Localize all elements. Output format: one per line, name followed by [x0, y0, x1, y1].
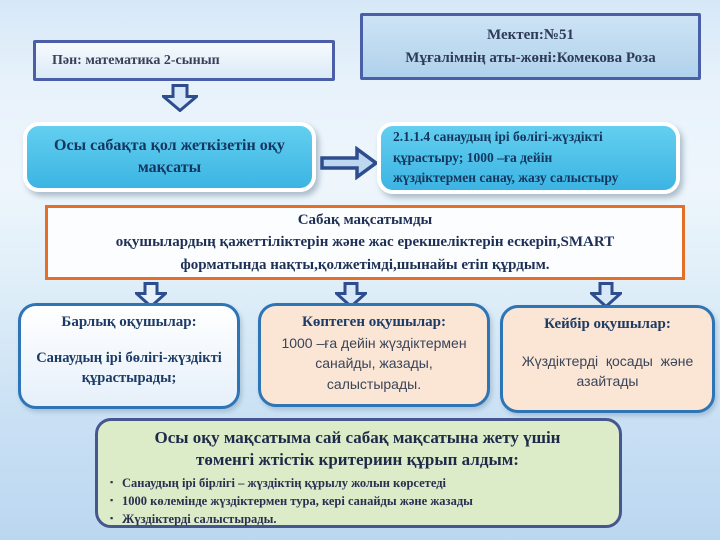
bullet-marker-icon: ▪ [110, 513, 114, 524]
learning-goal-label: Осы сабақта қол жеткізетін оқу мақсаты [54, 137, 285, 176]
criteria-bullet-text: 1000 көлемінде жүздіктермен тура, кері с… [122, 494, 473, 509]
all-learners-body: Санаудың ірі бөлігі-жүздікті құрастырады… [36, 350, 230, 387]
subject-box: Пән: математика 2-сынып [33, 40, 335, 81]
down-arrow-icon [590, 282, 622, 308]
all-learners-title: Барлық оқушылар: [61, 314, 197, 330]
success-criteria-title: Осы оқу мақсатыма сай сабақ мақсатына же… [154, 428, 561, 470]
all-learners-box: Барлық оқушылар: Санаудың ірі бөлігі-жүз… [18, 303, 240, 409]
down-arrow-icon [335, 282, 367, 308]
curriculum-objective-text: 2.1.1.4 санаудың ірі бөлігі-жүздікті құр… [393, 128, 619, 186]
curriculum-objective-box: 2.1.1.4 санаудың ірі бөлігі-жүздікті құр… [377, 122, 680, 194]
down-arrow-icon [135, 282, 167, 308]
down-arrow-icon [162, 84, 198, 112]
list-item: ▪ Жүздіктерді салыстырады. [110, 510, 605, 528]
success-criteria-list: ▪ Санаудың ірі бірлігі – жүздіктің құрыл… [110, 474, 605, 528]
right-arrow-icon [320, 146, 378, 180]
some-learners-box: Кейбір оқушылар: Жүздіктерді қосады және… [500, 305, 715, 413]
bullet-marker-icon: ▪ [110, 477, 114, 488]
most-learners-body: 1000 –ға дейін жүздіктермен санайды, жаз… [281, 335, 471, 392]
school-teacher-box: Мектеп:№51 Мұғалімнің аты-жөні:Комекова … [360, 13, 701, 80]
list-item: ▪ Санаудың ірі бірлігі – жүздіктің құрыл… [110, 474, 605, 492]
bullet-marker-icon: ▪ [110, 495, 114, 506]
smart-goal-box: Сабақ мақсатымды оқушылардың қажеттілікт… [45, 205, 685, 280]
success-criteria-box: Осы оқу мақсатыма сай сабақ мақсатына же… [95, 418, 622, 528]
subject-label: Пән: математика 2-сынып [52, 52, 220, 68]
criteria-bullet-text: Санаудың ірі бірлігі – жүздіктің құрылу … [122, 476, 446, 491]
most-learners-title: Көптеген оқушылар: [302, 314, 446, 330]
some-learners-title: Кейбір оқушылар: [544, 316, 671, 332]
some-learners-body: Жүздіктерді қосады және азайтады [521, 353, 698, 390]
smart-goal-text: Сабақ мақсатымды оқушылардың қажеттілікт… [115, 211, 615, 273]
most-learners-box: Көптеген оқушылар: 1000 –ға дейін жүздік… [258, 303, 490, 407]
criteria-bullet-text: Жүздіктерді салыстырады. [122, 512, 277, 527]
learning-goal-box: Осы сабақта қол жеткізетін оқу мақсаты [23, 122, 316, 192]
list-item: ▪ 1000 көлемінде жүздіктермен тура, кері… [110, 492, 605, 510]
school-teacher-label: Мектеп:№51 Мұғалімнің аты-жөні:Комекова … [405, 27, 656, 66]
